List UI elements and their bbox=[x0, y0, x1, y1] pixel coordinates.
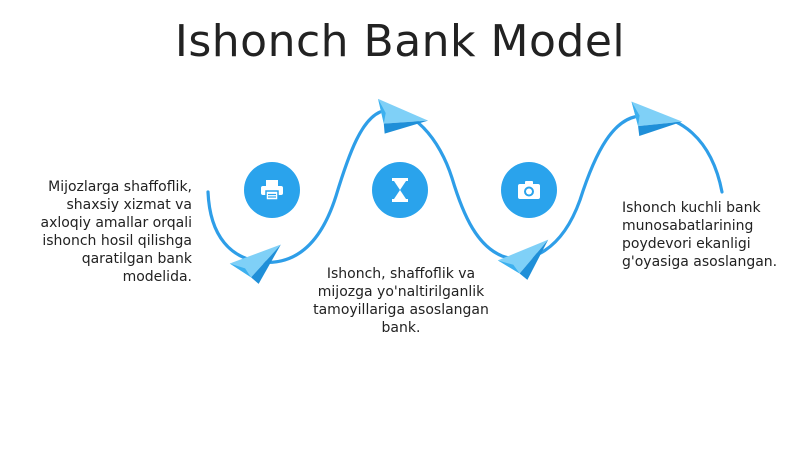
step-1-description: Mijozlarga shaffoflik, shaxsiy xizmat va… bbox=[40, 179, 192, 285]
paper-plane-icon bbox=[378, 98, 429, 134]
step-2-description: Ishonch, shaffoflik va mijozga yo'naltir… bbox=[313, 266, 489, 336]
step-1-icon-circle bbox=[244, 162, 300, 218]
step-2-icon-circle bbox=[372, 162, 428, 218]
flow-curve bbox=[206, 109, 724, 264]
printer-icon bbox=[261, 180, 283, 201]
step-3-description: Ishonch kuchli bank munosabatlarining po… bbox=[622, 200, 778, 270]
page-title: Ishonch Bank Model bbox=[174, 16, 626, 67]
paper-plane-icon bbox=[631, 101, 683, 137]
step-3-icon-circle bbox=[501, 162, 557, 218]
paper-plane-icon bbox=[497, 239, 549, 280]
camera-icon bbox=[518, 181, 540, 199]
paper-plane-icon bbox=[229, 244, 281, 284]
hourglass-icon bbox=[392, 178, 408, 202]
